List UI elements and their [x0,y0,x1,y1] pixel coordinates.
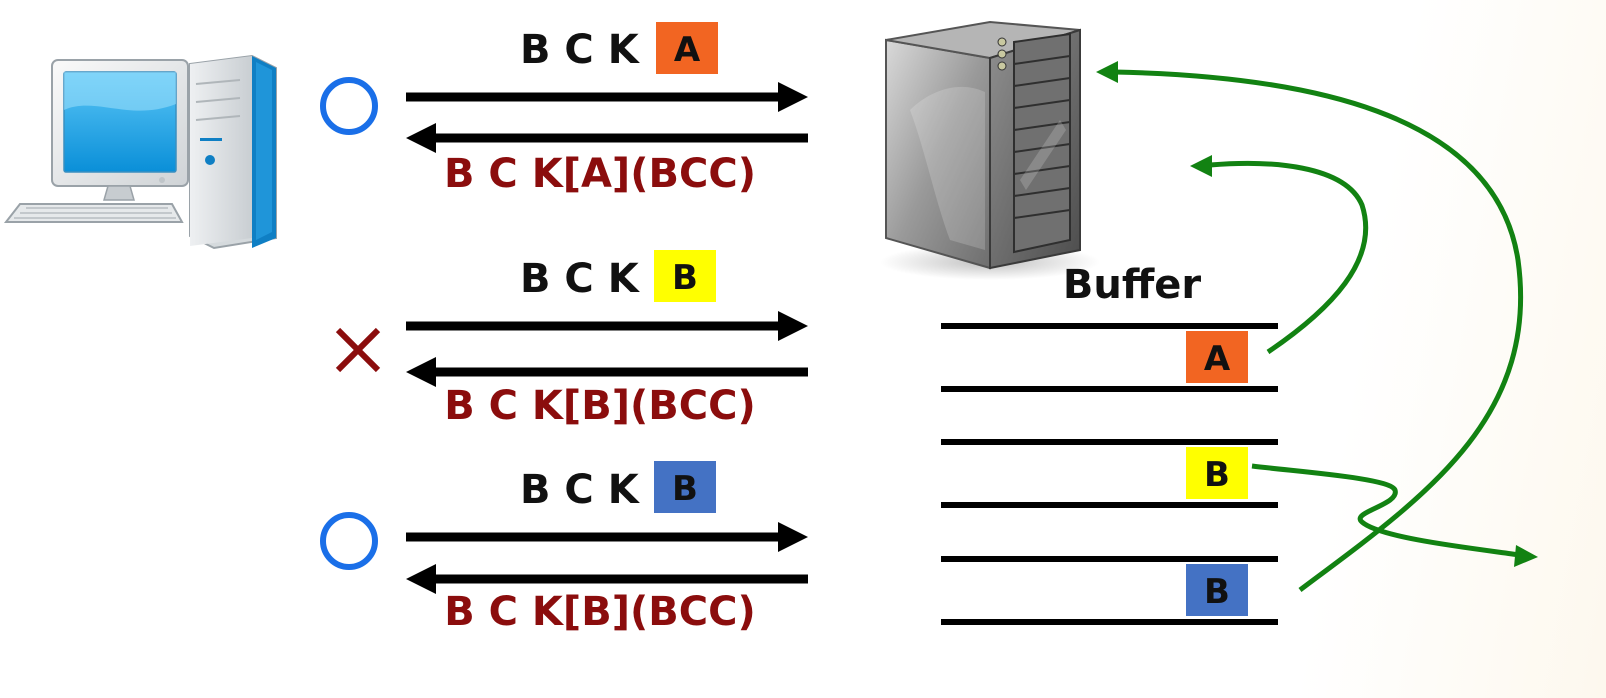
desktop-computer-icon [3,54,277,250]
block-label: B [672,258,698,298]
block-box-b-yellow [654,250,716,302]
flow-arrows [1114,69,1524,593]
fail-mark-icon [335,327,381,373]
flow-arrow-head [1514,545,1538,567]
response-label: B C K[A](BCC) [444,151,756,197]
buffer-title: Buffer [1063,262,1201,308]
success-mark-icon [320,512,378,570]
flow-arrow-heads [1096,61,1538,567]
server-tower-icon [880,20,1100,280]
flow-arrow-head [1190,155,1212,177]
buffer: Buffer A B B [941,262,1278,625]
block-label: B [672,469,698,509]
block-box-a [656,22,718,74]
exchange-row-3: B C K B B C K[B](BCC) [320,461,808,635]
exchange-row-1: B C K A B C K[A](BCC) [320,22,808,197]
buffer-slot-label: B [1204,455,1230,495]
send-arrow-head [778,522,808,552]
reply-arrow-head [406,357,436,387]
command-label: B C K [520,467,641,513]
reply-arrow-head [406,123,436,153]
buffer-slot-label: A [1204,339,1231,379]
send-arrow-head [778,311,808,341]
success-mark-icon [320,77,378,135]
send-arrow-head [778,82,808,112]
buffer-slot-lines [941,323,1278,625]
flow-arrow-b-discard [1251,463,1521,558]
exchange-row-2: B C K B B C K[B](BCC) [335,250,808,429]
response-label: B C K[B](BCC) [444,589,756,635]
command-label: B C K [520,27,641,73]
flow-arrow-a-to-server [1209,160,1369,355]
flow-arrow-b-to-server [1114,69,1524,593]
block-label: A [674,30,701,70]
buffer-slot-b-yellow [1186,447,1248,499]
buffer-slot-b-blue [1186,564,1248,616]
command-label: B C K [520,256,641,302]
buffer-slot-label: B [1204,572,1230,612]
reply-arrow-head [406,564,436,594]
buffer-slot-a [1186,331,1248,383]
block-box-b-blue [654,461,716,513]
response-label: B C K[B](BCC) [444,383,756,429]
flow-arrow-head [1096,61,1118,83]
